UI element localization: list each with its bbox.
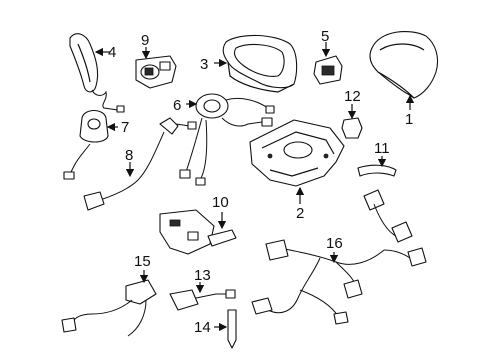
part-16-wiring-harness [251, 189, 427, 325]
callout-3: 3 [200, 56, 208, 73]
part-5-ignition-switch [313, 42, 343, 85]
callout-14: 14 [194, 319, 211, 336]
part-1-lower-shroud [369, 31, 439, 110]
callout-8: 8 [125, 147, 133, 164]
part-12-clip [341, 104, 363, 139]
callout-2: 2 [296, 205, 304, 222]
part-7-sensor [63, 109, 118, 180]
callout-12: 12 [344, 88, 361, 105]
part-4-shift-lever [69, 33, 125, 113]
callout-6: 6 [173, 97, 181, 114]
callout-5: 5 [321, 28, 329, 45]
callout-1: 1 [405, 111, 413, 128]
callout-15: 15 [134, 253, 151, 270]
part-3-upper-shroud [214, 34, 298, 93]
part-8-wire-lead [83, 117, 197, 211]
callout-9: 9 [141, 32, 149, 49]
callout-4: 4 [108, 44, 116, 61]
callout-13: 13 [194, 267, 211, 284]
part-6-lower-wires [179, 117, 208, 186]
callout-7: 7 [121, 119, 129, 136]
part-11-bracket [357, 156, 397, 177]
part-15-harness [61, 270, 157, 337]
part-9-switch-housing [135, 47, 177, 89]
part-13-connector [169, 282, 236, 311]
part-14-pin [214, 309, 237, 349]
callout-labels: 1 2 3 4 5 6 7 8 9 10 11 12 13 14 15 16 [108, 28, 413, 336]
part-2-column-bracket [249, 119, 345, 204]
part-10-multifunction-switch [159, 209, 237, 255]
callout-16: 16 [326, 235, 343, 252]
callout-11: 11 [374, 140, 390, 157]
callout-10: 10 [212, 194, 229, 211]
part-6-clock-spring [186, 93, 275, 127]
